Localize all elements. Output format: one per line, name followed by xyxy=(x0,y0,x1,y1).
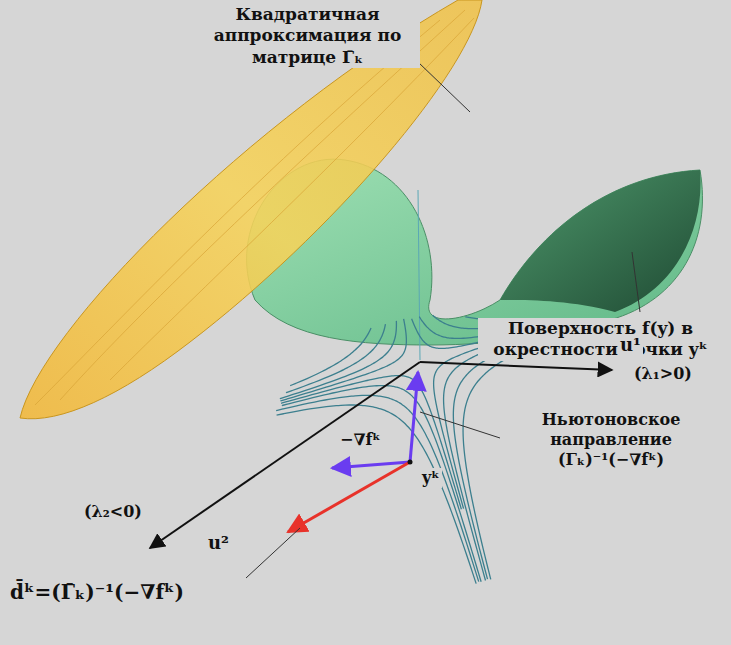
newton-vector xyxy=(410,372,418,462)
contour-line xyxy=(276,395,479,581)
contour-line xyxy=(277,405,477,584)
eigen-axis xyxy=(150,362,420,548)
quadratic-surface xyxy=(20,0,482,419)
direction-label: Ньютоновское направление (Γₖ)⁻¹(−∇fᵏ) xyxy=(505,410,717,470)
point-label: yᵏ xyxy=(420,468,442,488)
contour-line xyxy=(465,317,478,319)
axis-label: u¹ xyxy=(618,334,643,357)
leader-line xyxy=(418,62,470,112)
formula-label: d̄ᵏ=(Γ̄ₖ)⁻¹(−∇fᵏ) xyxy=(8,580,186,605)
contour-line xyxy=(286,324,385,393)
direction-vector xyxy=(288,462,410,532)
eigen-axis xyxy=(420,362,612,370)
leader-line xyxy=(632,252,640,312)
contour-line xyxy=(282,386,481,582)
axis-label: u² xyxy=(206,532,231,555)
surface-label: Поверхность f(y) в окрестности точки yᵏ xyxy=(478,318,723,361)
eigenvalue-label: (λ₁>0) xyxy=(632,364,694,384)
eigenvalue-label: (λ₂<0) xyxy=(82,502,144,522)
leader-line xyxy=(420,412,500,438)
leader-line xyxy=(246,528,300,578)
surface-label: Квадратичная аппроксимация по матрице Γ̄… xyxy=(195,4,420,68)
contour-line xyxy=(280,319,406,401)
point-marker xyxy=(408,460,413,465)
vector-label: −∇fᵏ xyxy=(338,430,383,450)
contour-line xyxy=(280,321,397,399)
contour-line xyxy=(290,328,371,386)
